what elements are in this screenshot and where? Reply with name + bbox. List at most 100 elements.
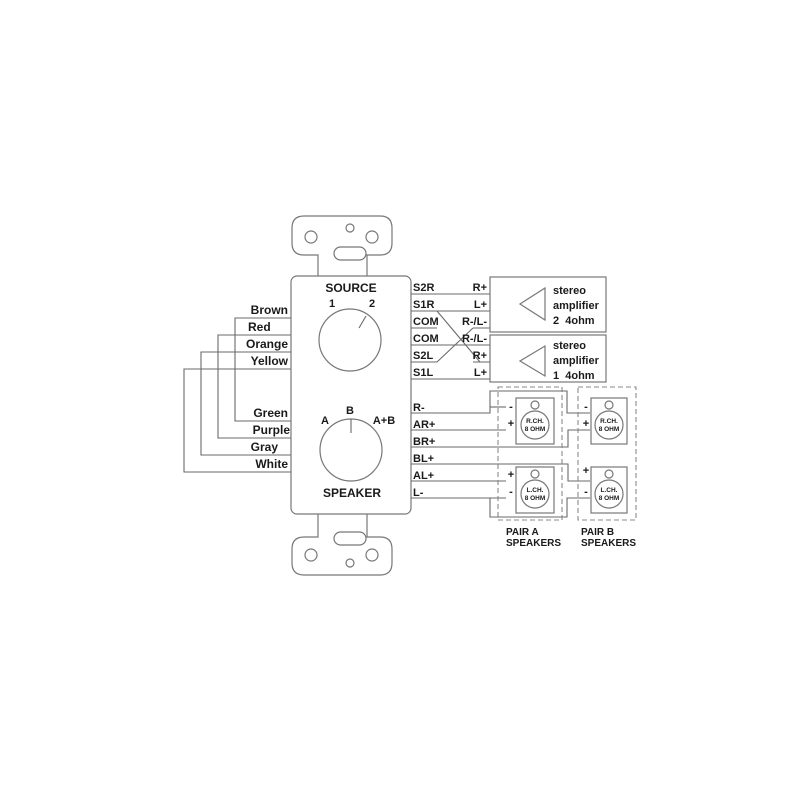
terminal-s1l: S1L <box>413 367 433 379</box>
wire-label-green: Green <box>253 406 288 420</box>
terminal-plus: + <box>583 418 589 430</box>
wire-bl-plus <box>411 463 590 482</box>
speaker-tweeter-icon <box>530 469 540 479</box>
terminal-minus: - <box>584 401 588 413</box>
source-terminals: S2R S1R COM COM S2L S1L R+ L+ R-/L- R-/L… <box>411 276 607 383</box>
wire-label-purple: Purple <box>253 423 291 437</box>
mounting-slot-icon <box>333 531 367 546</box>
impedance-label: 8 OHM <box>599 426 620 433</box>
wire-orange-gray <box>200 351 291 456</box>
pair-a-right-speaker: - + R.CH. 8 OHM <box>508 397 555 445</box>
wire-label-brown: Brown <box>251 303 288 317</box>
terminal-minus: - <box>584 486 588 498</box>
screw-hole-icon <box>365 230 379 244</box>
amplifier-1: stereo amplifier 1 4ohm <box>489 334 607 383</box>
amp1-input-l-plus: L+ <box>474 367 487 379</box>
amplifier-2-box <box>489 276 607 333</box>
wire-br-plus <box>411 429 590 448</box>
terminal-minus: - <box>509 486 513 498</box>
screw-hole-icon <box>304 548 318 562</box>
mounting-slot-icon <box>333 246 367 261</box>
source-position-2: 2 <box>369 298 375 310</box>
pair-a-caption-line2: SPEAKERS <box>506 538 561 549</box>
wire-label-red: Red <box>248 320 271 334</box>
speaker-terminals: R- AR+ BR+ BL+ AL+ L- - + R.CH. <box>411 386 637 549</box>
amp1-title-line1: stereo <box>553 340 586 352</box>
amp2-title-line3: 2 4ohm <box>553 315 595 327</box>
source-selector-knob[interactable] <box>318 308 382 372</box>
terminal-al-plus: AL+ <box>413 470 434 482</box>
pair-b-left-speaker: + - L.CH. 8 OHM <box>583 465 628 514</box>
amp2-input-l-plus: L+ <box>474 299 487 311</box>
channel-label: L.CH. <box>601 487 618 494</box>
source-position-1: 1 <box>329 298 335 310</box>
pair-b-right-speaker: - + R.CH. 8 OHM <box>583 397 628 445</box>
pair-a-left-speaker: + - L.CH. 8 OHM <box>508 466 555 514</box>
terminal-plus: + <box>583 465 589 477</box>
speaker-woofer-icon <box>520 410 550 440</box>
impedance-label: 8 OHM <box>525 426 546 433</box>
channel-label: R.CH. <box>600 418 618 425</box>
impedance-label: 8 OHM <box>525 495 546 502</box>
wire-l-minus-pair-b <box>489 497 590 518</box>
wire-yellow-white <box>183 368 291 473</box>
pair-b-caption-line2: SPEAKERS <box>581 538 636 549</box>
amp2-input-common: R-/L- <box>462 316 487 328</box>
impedance-label: 8 OHM <box>599 495 620 502</box>
amplifier-2: stereo amplifier 2 4ohm <box>489 276 607 333</box>
wire-label-white: White <box>255 457 288 471</box>
screw-hole-icon <box>365 548 379 562</box>
wire-label-yellow: Yellow <box>251 354 289 368</box>
speaker-label: SPEAKER <box>323 486 381 500</box>
screw-hole-icon <box>304 230 318 244</box>
terminal-com-2: COM <box>413 333 439 345</box>
speaker-position-a: A <box>321 415 329 427</box>
amplifier-1-box <box>489 334 607 383</box>
speaker-position-a-plus-b: A+B <box>373 415 395 427</box>
amp1-input-r-plus: R+ <box>473 350 487 362</box>
speaker-tweeter-icon <box>530 400 540 410</box>
wire-label-orange: Orange <box>246 337 288 351</box>
speaker-woofer-icon <box>594 479 624 509</box>
wire-red-purple <box>217 334 291 439</box>
terminal-bl-plus: BL+ <box>413 453 434 465</box>
speaker-woofer-icon <box>520 479 550 509</box>
screw-hole-icon <box>345 558 355 568</box>
terminal-s2r: S2R <box>413 282 434 294</box>
channel-label: R.CH. <box>526 418 544 425</box>
left-wires: Brown Red Orange Yellow Green Purple Gra… <box>183 303 291 473</box>
terminal-plus: + <box>508 469 514 481</box>
pair-b-group <box>577 386 637 521</box>
amp1-input-common: R-/L- <box>462 333 487 345</box>
speaker-tweeter-icon <box>604 469 614 479</box>
amp1-title-line2: amplifier <box>553 355 600 367</box>
triangle-amplifier-icon <box>518 344 546 378</box>
wire-label-gray: Gray <box>251 440 279 454</box>
amp2-input-r-plus: R+ <box>473 282 487 294</box>
pair-b-caption-line1: PAIR B <box>581 527 614 538</box>
terminal-r-minus: R- <box>413 402 425 414</box>
terminal-s1r: S1R <box>413 299 434 311</box>
terminal-l-minus: L- <box>413 487 424 499</box>
pair-a-caption-line1: PAIR A <box>506 527 539 538</box>
amp1-title-line3: 1 4ohm <box>553 370 595 382</box>
speaker-position-b: B <box>346 405 354 417</box>
wire-s1r-crossover <box>436 310 481 363</box>
screw-hole-icon <box>345 223 355 233</box>
channel-label: L.CH. <box>527 487 544 494</box>
terminal-br-plus: BR+ <box>413 436 435 448</box>
amp2-title-line1: stereo <box>553 285 586 297</box>
wall-plate: SOURCE 1 2 A B A+B SPEAKER <box>290 215 412 576</box>
triangle-amplifier-icon <box>518 286 546 322</box>
speaker-tweeter-icon <box>604 400 614 410</box>
wire-r-minus <box>411 390 590 414</box>
terminal-com-1: COM <box>413 316 439 328</box>
terminal-ar-plus: AR+ <box>413 419 435 431</box>
source-label: SOURCE <box>325 281 376 295</box>
terminal-s2l: S2L <box>413 350 433 362</box>
wire-s2l-crossover <box>436 327 474 363</box>
pair-a-group <box>497 386 563 521</box>
terminal-minus: - <box>509 401 513 413</box>
terminal-plus: + <box>508 418 514 430</box>
